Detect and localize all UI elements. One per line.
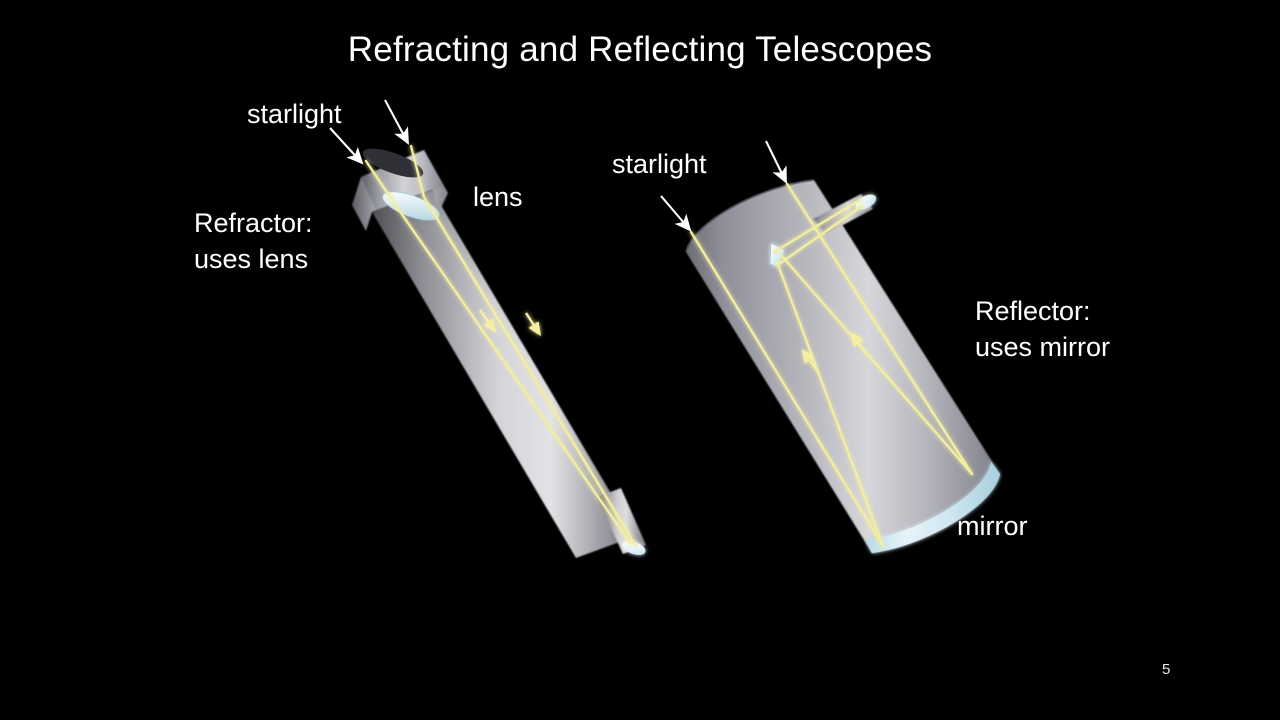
reflector-light-rays xyxy=(689,182,974,548)
refractor-objective-lens xyxy=(382,191,440,221)
starlight-arrow-right xyxy=(660,195,692,232)
label-refractor: Refractor: uses lens xyxy=(194,206,313,277)
refractor-telescope xyxy=(329,99,646,558)
refractor-main-tube xyxy=(372,190,636,558)
label-starlight-left: starlight xyxy=(247,99,342,129)
label-refractor-line1: Refractor: xyxy=(194,208,313,238)
reflector-aperture xyxy=(685,179,815,253)
refractor-light-rays xyxy=(364,144,638,548)
reflector-primary-mirror xyxy=(866,462,1000,553)
label-starlight-right: starlight xyxy=(612,149,707,179)
refractor-eyepiece xyxy=(622,541,646,555)
reflector-main-tube xyxy=(686,180,1000,553)
refractor-dew-shield xyxy=(352,150,448,231)
label-reflector-line1: Reflector: xyxy=(975,296,1091,326)
starlight-arrow-left xyxy=(329,127,364,165)
refractor-starlight-arrows xyxy=(329,99,409,165)
label-reflector-line2: uses mirror xyxy=(975,331,1111,362)
reflector-starlight-arrows xyxy=(660,140,787,232)
starlight-arrow-right-2 xyxy=(765,140,787,184)
reflector-telescope xyxy=(660,140,1000,553)
label-lens: lens xyxy=(473,182,523,212)
page-title: Refracting and Reflecting Telescopes xyxy=(347,30,933,69)
page-number: 5 xyxy=(1162,661,1171,678)
label-refractor-line2: uses lens xyxy=(194,243,309,274)
starlight-arrow-left-2 xyxy=(384,99,409,145)
refractor-aperture xyxy=(362,148,424,178)
label-mirror: mirror xyxy=(957,511,1028,541)
label-reflector: Reflector: uses mirror xyxy=(975,294,1110,365)
